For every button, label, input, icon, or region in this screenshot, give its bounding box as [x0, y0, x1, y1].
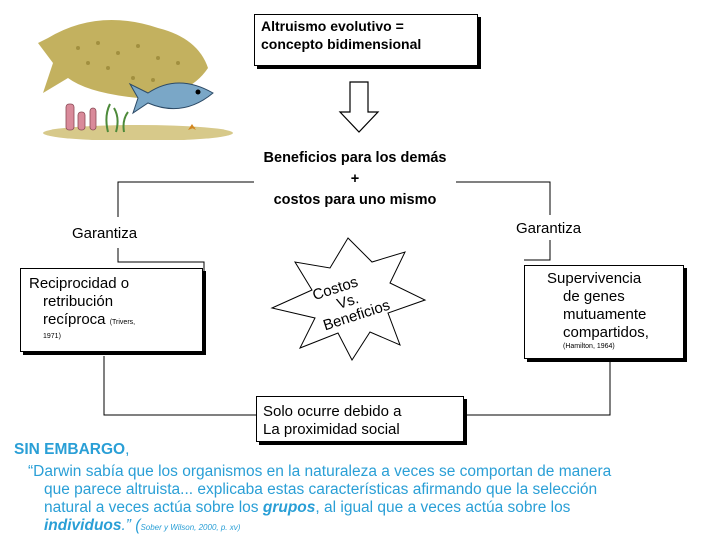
bottom-line-1: Solo ocurre debido a [263, 403, 402, 420]
quote-line-4: individuos.” (Sober y Wilson, 2000, p. x… [28, 517, 718, 537]
sin-embargo-text: SIN EMBARGO [14, 441, 126, 458]
title-line-2: concepto bidimensional [261, 36, 422, 52]
quote-line-2: que parece altruista... explicaba estas … [44, 481, 598, 498]
right-connector-lower [524, 240, 551, 261]
quote-line-4b: .” ( [121, 517, 141, 534]
left-connector-lower [117, 248, 205, 300]
quote-cite: Sober y Wilson, 2000, p. xv) [140, 523, 241, 532]
center-line-3: costos para uno mismo [273, 192, 437, 208]
right-box: Supervivencia de genes mutuamente compar… [524, 265, 684, 359]
bottom-right-connector [464, 362, 611, 416]
left-cite-2: 1971) [43, 333, 61, 340]
right-line-2: de genes [563, 288, 625, 305]
quote-line-1: “Darwin sabía que los organismos en la n… [28, 463, 612, 480]
right-line-4: compartidos, [563, 324, 649, 341]
star-text-2: Vs. [335, 290, 361, 313]
quote-block: “Darwin sabía que los organismos en la n… [28, 463, 718, 537]
star-burst [270, 237, 427, 361]
center-box: Beneficios para los demás + costos para … [254, 145, 456, 217]
left-garantiza-label: Garantiza [72, 225, 138, 242]
left-connector [117, 181, 254, 217]
down-arrow-icon [338, 81, 380, 133]
title-line-1: Altruismo evolutivo = [261, 18, 404, 34]
sin-embargo-heading: SIN EMBARGO, [14, 441, 129, 459]
quote-line-3a: natural a veces actúa sobre los [44, 499, 263, 516]
right-line-1: Supervivencia [547, 270, 642, 287]
left-line-2: retribución [43, 293, 114, 310]
left-cite: (Trivers, [109, 319, 136, 326]
right-cite: (Hamilton, 1964) [563, 343, 615, 350]
fish-school-illustration [38, 8, 238, 140]
quote-grupos: grupos [262, 499, 316, 516]
quote-line-3: natural a veces actúa sobre los grupos, … [28, 499, 718, 517]
left-line-1: Reciprocidad o [29, 275, 130, 292]
center-line-1: Beneficios para los demás [263, 150, 447, 166]
left-box: Reciprocidad o retribución recíproca (Tr… [20, 268, 203, 352]
bottom-box: Solo ocurre debido a La proximidad socia… [256, 396, 464, 442]
quote-line-3c: , al igual que a veces actúa sobre los [315, 499, 571, 516]
bottom-left-connector [103, 356, 256, 416]
right-line-3: mutuamente [563, 306, 647, 323]
left-line-3-wrap: recíproca (Trivers, [29, 311, 194, 332]
right-connector [456, 181, 551, 215]
title-box: Altruismo evolutivo = concepto bidimensi… [254, 14, 478, 66]
sin-embargo-comma: , [125, 441, 130, 458]
left-line-3: recíproca [43, 311, 106, 328]
bottom-line-2: La proximidad social [263, 421, 400, 438]
quote-individuos: individuos [44, 517, 122, 534]
right-garantiza-label: Garantiza [516, 220, 582, 237]
center-line-2: + [350, 171, 360, 187]
